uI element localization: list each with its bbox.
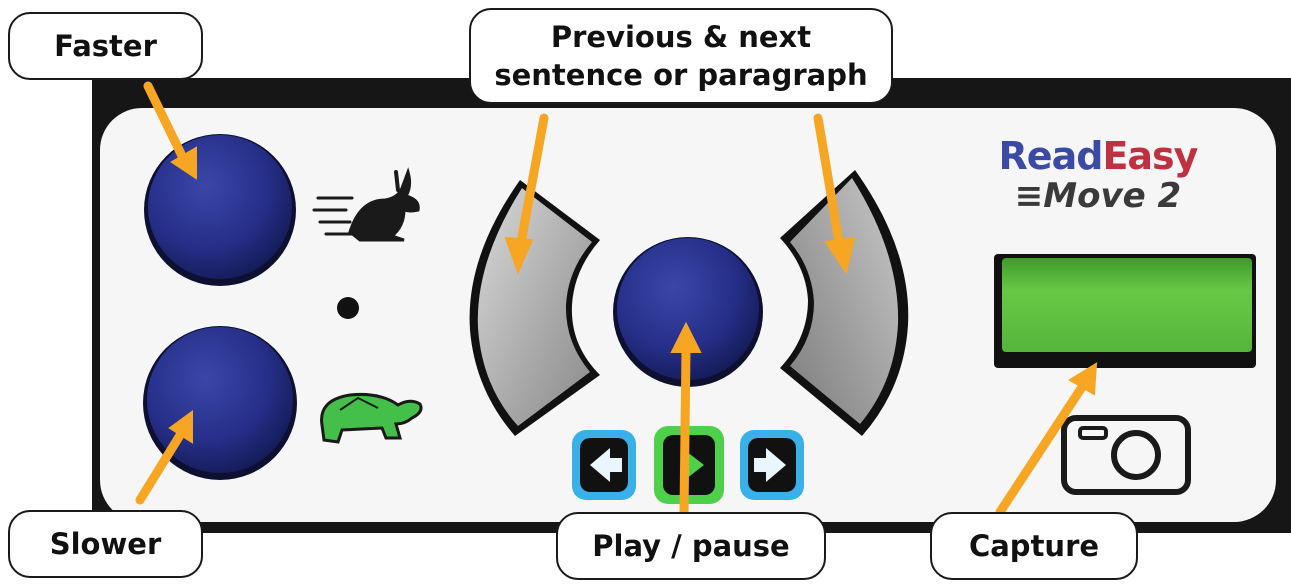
callout-play-pause: Play / pause: [556, 512, 826, 580]
play-pause-button[interactable]: [613, 237, 763, 387]
callout-prev-next-line2: sentence or paragraph: [494, 58, 868, 92]
callout-capture: Capture: [930, 512, 1138, 580]
brand-easy: Easy: [1102, 134, 1198, 178]
faster-button[interactable]: [144, 134, 296, 286]
arrow-slower: [135, 427, 187, 505]
arrow-next: [813, 113, 845, 253]
arrowhead-play: [670, 321, 702, 353]
arrow-left-icon: [572, 430, 636, 500]
callout-play-pause-text: Play / pause: [592, 529, 790, 563]
callout-slower: Slower: [8, 510, 203, 578]
brand-model: ≡Move 2: [1014, 176, 1182, 216]
callout-prev-next: Previous & next sentence or paragraph: [469, 8, 893, 104]
camera-icon: [1061, 415, 1191, 495]
callout-faster-text: Faster: [54, 29, 157, 63]
capture-button[interactable]: [994, 254, 1256, 368]
brand-model-text: Move 2: [1043, 176, 1182, 216]
arrowhead-next: [824, 236, 856, 275]
arrow-previous: [515, 113, 549, 253]
previous-button[interactable]: [469, 180, 600, 436]
arrowhead-previous: [504, 236, 534, 275]
brand-read: Read: [998, 134, 1104, 178]
callout-capture-text: Capture: [968, 529, 1100, 563]
arrow-capture: [995, 379, 1089, 517]
arrow-play: [679, 345, 691, 517]
turtle-icon: [320, 393, 423, 444]
rabbit-icon: [312, 167, 420, 242]
callout-faster: Faster: [8, 12, 203, 80]
arrowhead-capture: [1068, 362, 1098, 396]
brand-logo: ReadEasy ≡Move 2: [958, 134, 1238, 216]
callout-slower-text: Slower: [49, 527, 162, 561]
next-button[interactable]: [780, 170, 909, 436]
arrowhead-slower: [168, 410, 193, 444]
brand-name: ReadEasy: [958, 134, 1238, 178]
arrowhead-faster: [170, 146, 197, 180]
arrow-faster: [143, 81, 189, 165]
callout-arrows: [135, 81, 1098, 517]
callout-prev-next-line1: Previous & next: [550, 20, 812, 54]
arrow-right-icon: [740, 430, 804, 500]
status-led: [337, 297, 359, 319]
